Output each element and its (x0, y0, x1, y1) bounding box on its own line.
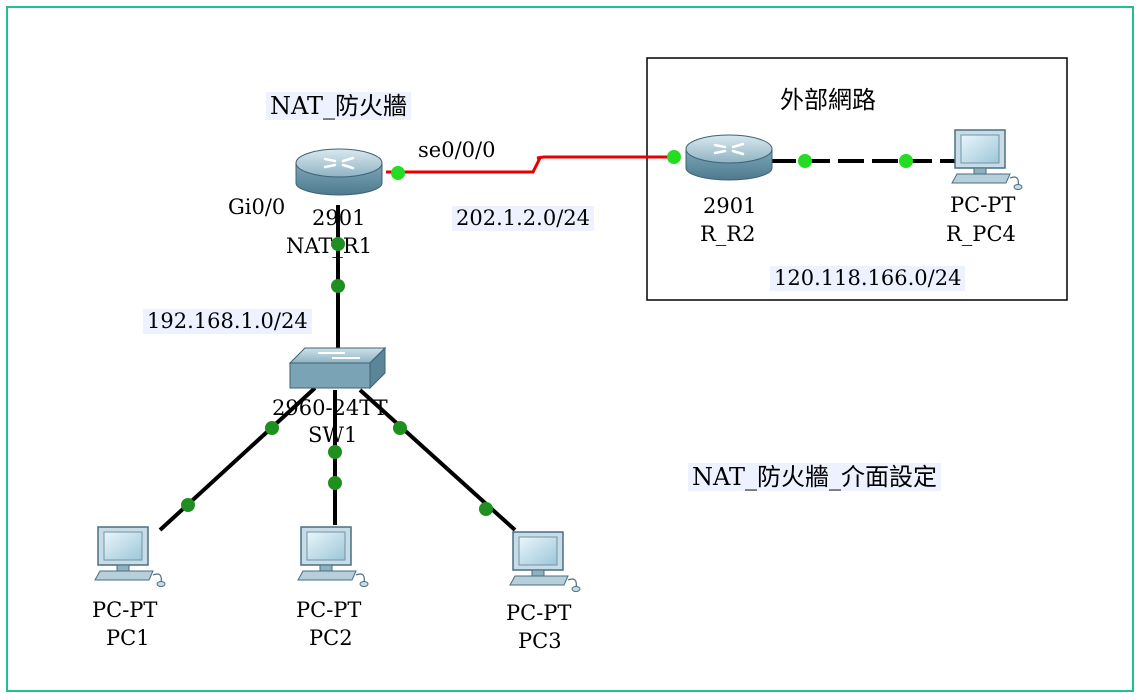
pc1-model-label: PC-PT (92, 598, 158, 622)
r1-model-label: 2901 (312, 206, 366, 230)
pc2-name-label: PC2 (309, 626, 353, 650)
port-light-r2-serial (667, 150, 681, 164)
port-light-pc3 (479, 502, 493, 516)
sw1-model-label: 2960-24TT (272, 396, 388, 420)
wan-network-label: 202.1.2.0/24 (452, 206, 594, 231)
pc4-name-label: R_PC4 (946, 222, 1016, 246)
router-r2-icon[interactable] (685, 134, 773, 181)
serial-interface-label: se0/0/0 (418, 138, 496, 162)
pc3-name-label: PC3 (518, 629, 562, 653)
port-light-sw1-pc1 (265, 421, 279, 435)
port-light-pc1 (181, 498, 195, 512)
port-light-r1-gi0 (331, 237, 345, 251)
port-light-pc2 (328, 476, 342, 490)
port-light-sw1-pc3 (393, 421, 407, 435)
switch-sw1-icon[interactable] (288, 346, 387, 390)
serial-link (386, 155, 680, 174)
pc2-model-label: PC-PT (296, 598, 362, 622)
port-light-pc4 (899, 154, 913, 168)
diagram-caption: NAT_防火牆_介面設定 (688, 463, 942, 491)
port-light-r2-eth (798, 154, 812, 168)
r2-name-label: R_R2 (700, 222, 756, 246)
external-network-box (646, 57, 1068, 301)
lan-network-label: 192.168.1.0/24 (143, 309, 312, 334)
router-r1-icon[interactable] (295, 148, 383, 196)
gig-interface-label: Gi0/0 (228, 195, 286, 219)
diagram-title: NAT_防火牆 (266, 92, 412, 120)
pc4-model-label: PC-PT (950, 193, 1016, 217)
diagram-frame (6, 6, 1134, 692)
pc1-name-label: PC1 (106, 626, 150, 650)
pc1-icon[interactable] (94, 526, 166, 587)
external-network-address: 120.118.166.0/24 (770, 266, 966, 291)
port-light-sw1-pc2 (328, 445, 342, 459)
pc2-icon[interactable] (297, 526, 369, 587)
sw1-name-label: SW1 (308, 423, 358, 447)
r2-model-label: 2901 (703, 194, 757, 218)
pc3-model-label: PC-PT (506, 601, 572, 625)
external-network-label: 外部網路 (780, 86, 876, 114)
port-light-r1-se0 (391, 166, 405, 180)
pc4-icon[interactable] (951, 129, 1023, 190)
pc3-icon[interactable] (509, 531, 581, 592)
port-light-sw1-uplink (331, 279, 345, 293)
r1-name-label: NAT_R1 (286, 234, 373, 258)
